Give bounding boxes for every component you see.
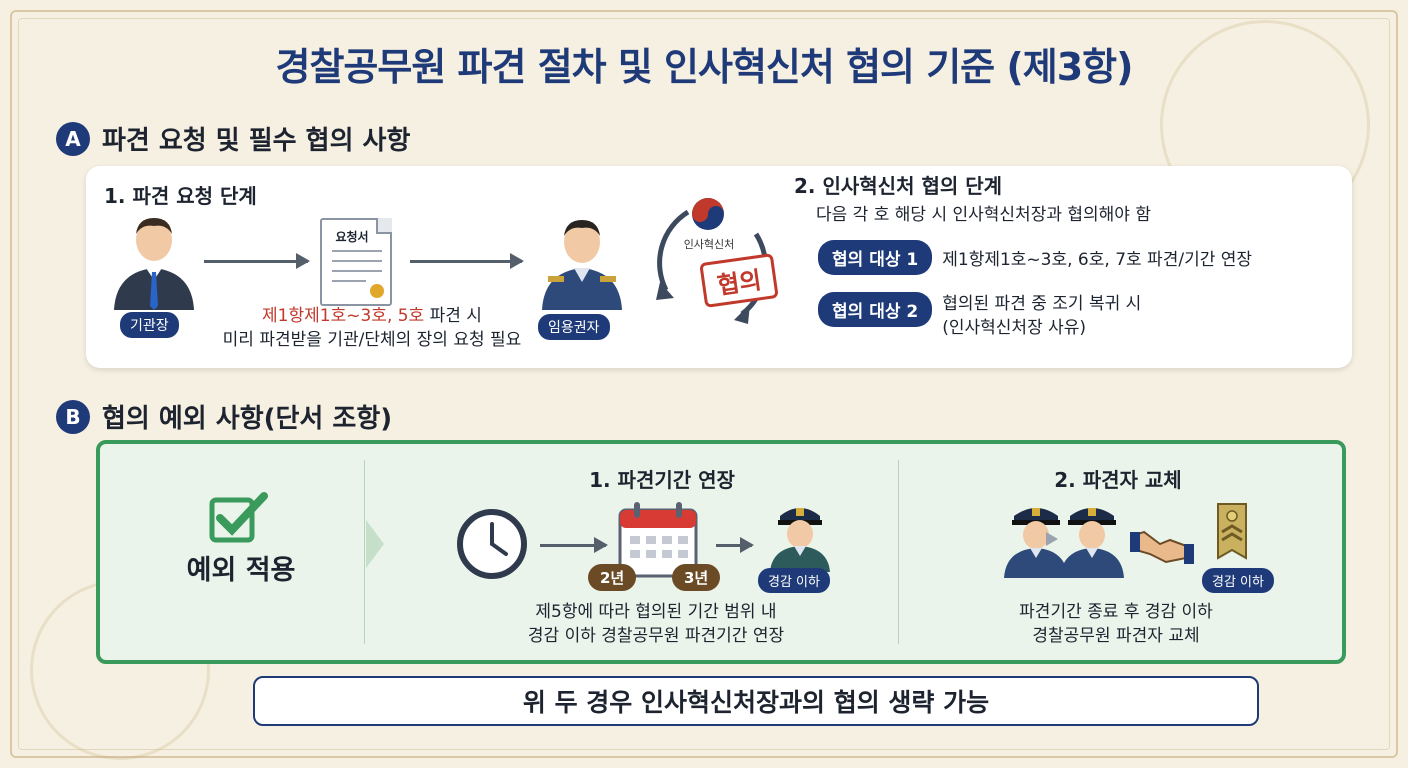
checkbox-check-icon	[209, 492, 268, 543]
inner-frame	[18, 18, 1390, 750]
calendar-icon	[618, 502, 698, 578]
case2-title: 2. 파견자 교체	[1054, 468, 1182, 492]
section-b-title: 협의 예외 사항(단서 조항)	[102, 404, 393, 434]
step2-title: 2. 인사혁신처 협의 단계	[794, 174, 1003, 198]
case1-title: 1. 파견기간 연장	[589, 468, 735, 492]
case1-text-line1: 제5항에 따라 협의된 기간 범위 내	[535, 602, 777, 622]
police-officer-icon	[1004, 508, 1068, 578]
step1-description: 제1항제1호~3호, 5호 파견 시 미리 파견받을 기관/단체의 장의 요청 …	[204, 304, 540, 352]
ministry-logo-text: 인사혁신처	[683, 238, 735, 251]
step2-subtitle: 다음 각 호 해당 시 인사혁신처장과 협의해야 함	[816, 205, 1151, 225]
divider	[364, 460, 365, 644]
handshake-icon	[1130, 530, 1194, 564]
arrow-icon	[204, 253, 310, 269]
police-officer-icon	[1060, 508, 1124, 578]
outer-frame	[10, 10, 1398, 758]
case2-description: 파견기간 종료 후 경감 이하 경찰공무원 파견자 교체	[924, 600, 1308, 648]
chevron-right-icon	[366, 520, 384, 568]
section-a-panel: 1. 파견 요청 단계 기관장 요청서 임용권자 제1항제1호~3호, 5호 파…	[86, 166, 1352, 368]
target-1-text: 제1항제1호~3호, 6호, 7호 파견/기간 연장	[942, 250, 1253, 270]
year-badge-2: 2년	[588, 564, 637, 591]
section-b-badge: B	[56, 399, 90, 434]
year-badge-3: 3년	[672, 564, 721, 591]
case2-rank-label: 경감 이하	[1202, 568, 1274, 593]
target-2-text-line2: (인사혁신처장 사유)	[942, 318, 1087, 338]
ministry-logo-icon	[692, 198, 724, 230]
case1-text-line2: 경감 이하 경찰공무원 파견기간 연장	[527, 626, 785, 646]
document-label: 요청서	[335, 230, 369, 244]
police-officer-icon	[770, 508, 830, 572]
case2-text-line2: 경찰공무원 파견자 교체	[1032, 626, 1200, 646]
target-2-label: 협의 대상 2	[818, 292, 933, 327]
section-b-panel: 예외 적용 1. 파견기간 연장 2년 3년 경감 이하 제5항에 따라 협의된…	[96, 440, 1346, 664]
step1-text-line2: 미리 파견받을 기관/단체의 장의 요청 필요	[222, 330, 522, 350]
target-1-label: 협의 대상 1	[818, 240, 933, 275]
arrow-icon	[410, 253, 524, 269]
step1-highlight-text: 제1항제1호~3호, 5호	[262, 306, 425, 326]
arrow-icon	[716, 537, 754, 553]
agency-head-label: 기관장	[120, 312, 179, 338]
appointer-officer-icon	[542, 220, 622, 310]
section-a-header: A 파견 요청 및 필수 협의 사항	[56, 120, 410, 157]
section-a-title: 파견 요청 및 필수 협의 사항	[102, 126, 411, 156]
divider	[898, 460, 899, 644]
case1-rank-label: 경감 이하	[758, 568, 830, 593]
appointer-label: 임용권자	[538, 314, 610, 340]
consultation-target-1: 협의 대상 1 제1항제1호~3호, 6호, 7호 파견/기간 연장	[818, 240, 1252, 275]
clock-icon	[457, 509, 527, 579]
target-2-text: 협의된 파견 중 조기 복귀 시	[942, 294, 1142, 314]
case2-text-line1: 파견기간 종료 후 경감 이하	[1019, 602, 1213, 622]
case1-description: 제5항에 따라 협의된 기간 범위 내 경감 이하 경찰공무원 파견기간 연장	[446, 600, 866, 648]
page-title: 경찰공무원 파견 절차 및 인사혁신처 협의 기준 (제3항)	[275, 45, 1134, 89]
section-a-badge: A	[56, 121, 90, 156]
arrow-right-icon	[1046, 532, 1058, 546]
consultation-target-2: 협의 대상 2 협의된 파견 중 조기 복귀 시 (인사혁신처장 사유)	[818, 292, 1141, 340]
section-b-header: B 협의 예외 사항(단서 조항)	[56, 398, 392, 435]
arrow-icon	[540, 537, 608, 553]
request-document-icon: 요청서	[320, 218, 392, 306]
step1-text: 파견 시	[424, 306, 482, 326]
bottom-note: 위 두 경우 인사혁신처장과의 협의 생략 가능	[253, 676, 1259, 726]
rank-insignia-icon	[1217, 503, 1247, 560]
agency-head-person-icon	[114, 218, 194, 310]
step1-title: 1. 파견 요청 단계	[104, 184, 257, 208]
exception-label: 예외 적용	[186, 555, 296, 586]
